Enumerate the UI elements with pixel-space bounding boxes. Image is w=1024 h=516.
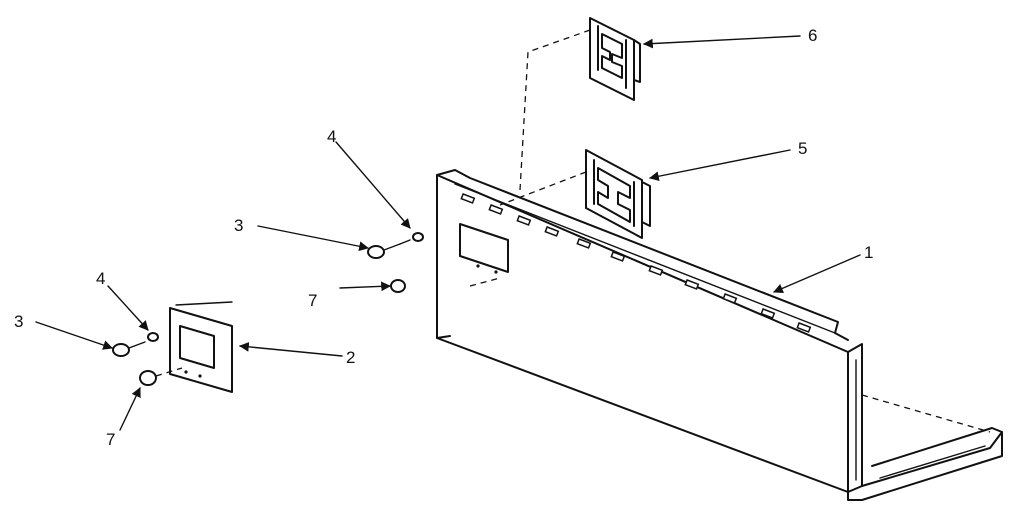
panel-cutout [459, 223, 509, 273]
screw-part-3-lower [112, 341, 146, 357]
washer-part-4-upper [399, 232, 424, 245]
leader-lines [35, 35, 861, 431]
rail-slots [460, 193, 812, 333]
cover-plate-part-2 [169, 301, 233, 393]
callout-3-upper: 3 [234, 216, 243, 235]
plug-part-7-lower [139, 367, 183, 386]
callout-labels: 1 2 3 3 4 4 5 6 7 7 [14, 26, 873, 449]
callout-5: 5 [798, 139, 807, 158]
bracket-part-6 [589, 17, 641, 101]
screw-part-3-upper [367, 243, 401, 259]
callout-7-lower: 7 [106, 430, 115, 449]
callout-4-lower: 4 [96, 269, 105, 288]
back-panel-assembly [436, 29, 1003, 501]
callout-4-upper: 4 [327, 127, 336, 146]
callout-2: 2 [346, 348, 355, 367]
callout-6: 6 [808, 26, 817, 45]
plug-part-7-upper [390, 279, 406, 293]
bracket-part-5 [585, 149, 651, 239]
callout-1: 1 [864, 243, 873, 262]
callout-7-upper: 7 [308, 291, 317, 310]
callout-3-lower: 3 [14, 312, 23, 331]
washer-part-4-lower [147, 332, 159, 342]
